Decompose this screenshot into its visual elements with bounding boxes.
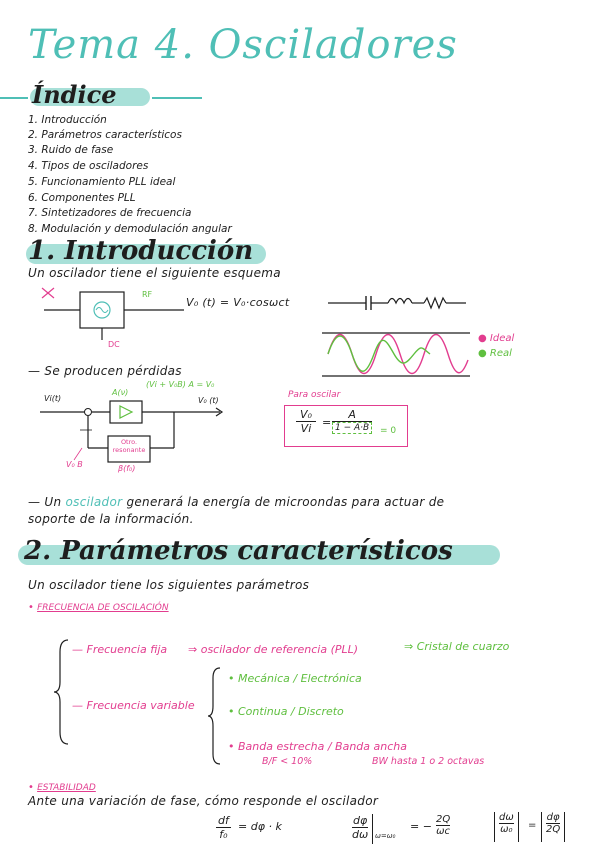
params-heading: 2. Parámetros característicos — [24, 536, 453, 566]
legend-ideal-label: Ideal — [489, 333, 515, 344]
vi-label: Vi(t) — [44, 394, 62, 403]
microwave-sentence-2: soporte de la información. — [28, 512, 194, 526]
amp-label: A(ν) — [112, 388, 129, 397]
dc-label: DC — [108, 340, 120, 349]
index-item: 1. Introducción — [28, 114, 107, 126]
formula-dphi-eq: = − — [410, 820, 432, 833]
beta-label: β(f₀) — [118, 464, 136, 473]
page-title: Tema 4. Osciladores — [28, 22, 458, 68]
index-item: 5. Funcionamiento PLL ideal — [28, 176, 176, 188]
index-heading: Índice — [32, 80, 117, 109]
rf-label: RF — [142, 290, 153, 299]
freq-heading-label: FRECUENCIA DE OSCILACIÓN — [37, 603, 169, 613]
formula-dphi: dφ dω — [352, 814, 369, 841]
params-highlight — [18, 545, 500, 565]
stab-heading: • ESTABILIDAD — [28, 782, 96, 793]
rlc-symbol — [328, 296, 466, 310]
highlight-word: oscilador — [65, 495, 123, 509]
stab-text: Ante una variación de fase, cómo respond… — [28, 794, 379, 808]
frac-right-den: 1 − A·B — [332, 422, 373, 434]
index-divider-left — [0, 97, 28, 99]
bf-note: B/F < 10% — [262, 756, 313, 767]
formula-df-num: df — [216, 814, 231, 828]
feedback-gain-eq: (Vi + V₀B) A = V₀ — [146, 380, 215, 389]
freq-brace — [54, 639, 69, 745]
formula-abs-rden: 2Q — [546, 824, 561, 835]
index-item: 6. Componentes PLL — [28, 192, 136, 204]
variable-freq-label: Frecuencia variable — [86, 699, 195, 712]
fixed-freq-label: Frecuencia fija — [86, 643, 168, 656]
formula-dphi-sub: ω=ω₀ — [375, 832, 396, 840]
var-item-cont: • Continua / Discreto — [228, 705, 344, 718]
resonator-label: Otro. resonante — [112, 438, 146, 454]
index-highlight — [30, 88, 150, 106]
var-item-label: Banda estrecha / Banda ancha — [238, 740, 407, 753]
index-divider-right — [152, 97, 202, 99]
var-item-mech: • Mecánica / Electrónica — [228, 672, 362, 685]
formula-abs-den: ω₀ — [500, 824, 513, 835]
frac-equals: = — [322, 416, 332, 429]
formula-df: df f₀ — [216, 814, 231, 841]
waveform-plot — [322, 332, 470, 377]
frac-left: V₀ Vi — [296, 408, 316, 435]
frac-left-den: Vi — [300, 422, 312, 435]
intro-text: Un oscilador tiene el siguiente esquema — [28, 266, 281, 280]
output-equation: V₀ (t) = V₀·cosωct — [186, 296, 290, 309]
fixed-result: ⇒ Cristal de cuarzo — [404, 640, 510, 653]
formula-abs-num: dω — [499, 812, 514, 824]
formula-dphi-rhs: 2Q ωc — [436, 814, 451, 837]
legend-real: ● Real — [478, 348, 512, 359]
frac-left-num: V₀ — [296, 408, 316, 422]
formula-abs-eq: = — [528, 820, 537, 831]
var-item-label: Continua / Discreto — [238, 705, 344, 718]
oscillator-schematic — [41, 287, 184, 340]
index-item: 4. Tipos de osciladores — [28, 160, 149, 172]
formula-df-rhs: = dφ · k — [238, 820, 282, 833]
intro-highlight — [26, 244, 266, 264]
index-item: 2. Parámetros característicos — [28, 129, 182, 141]
frac-right: A 1 − A·B — [332, 408, 373, 434]
intro-heading: 1. Introducción — [28, 236, 254, 266]
vo-label: V₀ (t) — [198, 396, 219, 405]
stab-heading-label: ESTABILIDAD — [37, 783, 96, 793]
variable-brace — [208, 667, 221, 765]
microwave-sentence: — Un oscilador generará la energía de mi… — [28, 495, 445, 509]
eq-zero: = 0 — [380, 426, 397, 436]
losses-text: — Se producen pérdidas — [28, 364, 182, 378]
losses-label: Se producen pérdidas — [44, 364, 182, 378]
formula-abs-rnum: dφ — [546, 812, 561, 824]
formula-abs: dω ω₀ — [494, 812, 519, 842]
freq-heading: • FRECUENCIA DE OSCILACIÓN — [28, 602, 169, 613]
formula-dphi-den: dω — [352, 828, 369, 841]
formula-abs-rhs: dφ 2Q — [541, 812, 566, 842]
formula-dphi-num: dφ — [352, 814, 369, 828]
variable-freq: — Frecuencia variable — [72, 699, 195, 712]
condition-title: Para oscilar — [288, 390, 341, 400]
formula-dphi-bar — [372, 814, 373, 844]
var-item-band: • Banda estrecha / Banda ancha — [228, 740, 407, 753]
formula-df-den: f₀ — [219, 828, 228, 841]
bw-note: BW hasta 1 o 2 octavas — [372, 756, 485, 767]
formula-dphi-rnum: 2Q — [436, 814, 451, 826]
condition-box — [284, 405, 408, 447]
fixed-freq: — Frecuencia fija — [72, 643, 168, 656]
frac-right-num: A — [332, 408, 373, 422]
legend-ideal: ● Ideal — [478, 333, 515, 344]
params-text: Un oscilador tiene los siguientes paráme… — [28, 578, 310, 592]
formula-dphi-rden: ωc — [436, 826, 451, 837]
feedback-diagram — [40, 400, 224, 463]
index-item: 8. Modulación y demodulación angular — [28, 223, 232, 235]
fixed-ref: ⇒ oscilador de referencia (PLL) — [188, 643, 359, 656]
vob-label: V₀ B — [66, 460, 83, 469]
index-item: 7. Sintetizadores de frecuencia — [28, 207, 192, 219]
var-item-label: Mecánica / Electrónica — [238, 672, 362, 685]
legend-real-label: Real — [489, 348, 512, 359]
index-item: 3. Ruido de fase — [28, 144, 114, 156]
